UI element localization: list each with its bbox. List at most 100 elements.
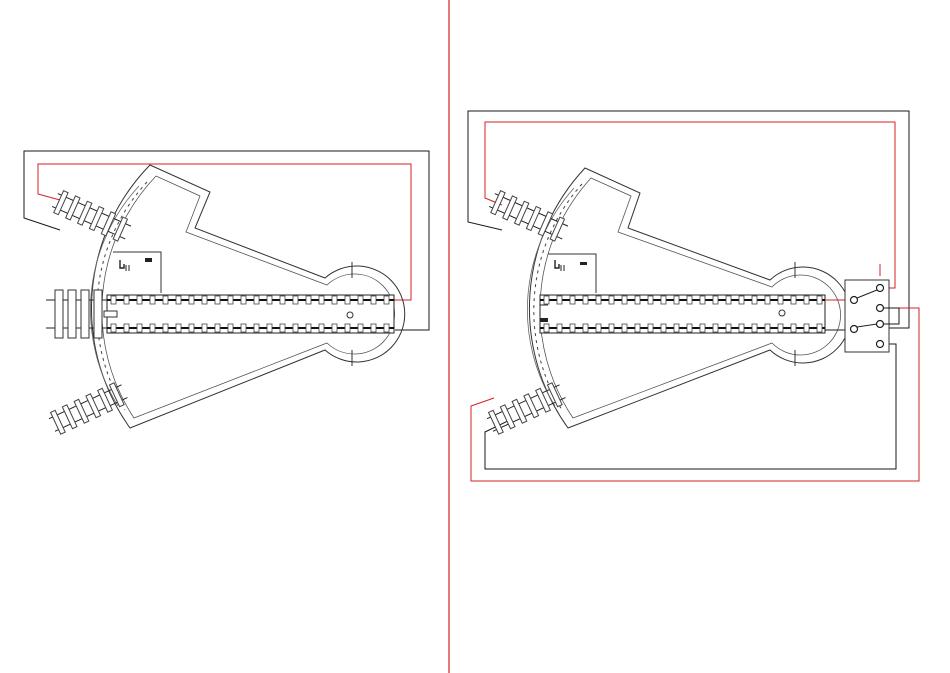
switch-terminal — [877, 285, 884, 292]
bridge-sleeper — [176, 324, 181, 332]
bridge-sleeper — [267, 296, 272, 304]
bridge-sleeper — [215, 324, 220, 332]
bridge-sleeper — [778, 296, 783, 304]
bridge-sleeper — [228, 324, 233, 332]
bridge-sleeper — [791, 296, 796, 304]
switch-terminal — [877, 341, 884, 348]
bridge-sleeper — [215, 296, 220, 304]
bridge-sleeper — [332, 296, 337, 304]
bridge-sleeper — [752, 296, 757, 304]
bridge-sleeper — [544, 296, 549, 304]
bridge-sleeper — [254, 296, 259, 304]
bridge-sleeper — [570, 324, 575, 332]
bridge-sleeper — [163, 296, 168, 304]
right-stub-track-top — [487, 189, 570, 243]
bridge-sleeper — [137, 296, 142, 304]
switch-terminal — [877, 305, 884, 312]
bridge-sleeper — [241, 296, 246, 304]
bridge-sleeper — [687, 324, 692, 332]
bridge-sleeper — [306, 324, 311, 332]
bridge-sleeper — [124, 296, 129, 304]
bridge-sleeper — [267, 324, 272, 332]
bridge-sleeper — [111, 324, 116, 332]
right-control-hut — [548, 254, 596, 293]
bridge-sleeper — [622, 324, 627, 332]
bridge-sleeper — [596, 296, 601, 304]
bridge-sleeper — [384, 296, 389, 304]
bridge-sleeper — [817, 324, 822, 332]
bridge-sleeper — [804, 296, 809, 304]
left-stub-track-top — [50, 189, 133, 243]
bridge-sleeper — [609, 296, 614, 304]
bridge-sleeper — [726, 296, 731, 304]
bridge-sleeper — [700, 324, 705, 332]
bridge-sleeper — [332, 324, 337, 332]
right-pivot — [779, 310, 785, 316]
bridge-sleeper — [358, 296, 363, 304]
switch-pole — [851, 326, 858, 333]
bridge-sleeper — [202, 324, 207, 332]
bridge-sleeper — [778, 324, 783, 332]
bridge-sleeper — [345, 296, 350, 304]
bridge-sleeper — [609, 324, 614, 332]
bridge-sleeper — [124, 324, 129, 332]
bridge-sleeper — [111, 296, 116, 304]
bridge-sleeper — [202, 296, 207, 304]
bridge-sleeper — [319, 296, 324, 304]
bridge-sleeper — [371, 324, 376, 332]
left-pivot — [347, 312, 353, 318]
bridge-sleeper — [583, 296, 588, 304]
bridge-sleeper — [280, 324, 285, 332]
bridge-sleeper — [674, 324, 679, 332]
bridge-sleeper — [557, 324, 562, 332]
bridge-sleeper — [280, 296, 285, 304]
bridge-sleeper — [189, 296, 194, 304]
bridge-sleeper — [228, 296, 233, 304]
switch-terminal — [877, 321, 884, 328]
left-control-hut — [113, 252, 161, 293]
right-red-wire-top — [485, 122, 895, 288]
bridge-sleeper — [570, 296, 575, 304]
bridge-sleeper — [739, 296, 744, 304]
bridge-sleeper — [622, 296, 627, 304]
bridge-sleeper — [635, 324, 640, 332]
switch-pole — [851, 297, 858, 304]
bridge-sleeper — [804, 324, 809, 332]
bridge-sleeper — [596, 324, 601, 332]
bridge-sleeper — [687, 296, 692, 304]
bridge-sleeper — [700, 296, 705, 304]
bridge-sleeper — [557, 296, 562, 304]
bridge-sleeper — [648, 324, 653, 332]
bridge-sleeper — [306, 296, 311, 304]
bridge-sleeper — [739, 324, 744, 332]
bridge-sleeper — [583, 324, 588, 332]
bridge-sleeper — [765, 296, 770, 304]
bridge-sleeper — [137, 324, 142, 332]
bridge-sleeper — [293, 296, 298, 304]
bridge-sleeper — [150, 296, 155, 304]
left-panel — [24, 151, 429, 436]
dpdt-switch-icon — [845, 264, 899, 352]
bridge-sleeper — [189, 324, 194, 332]
bridge-sleeper — [319, 324, 324, 332]
bridge-sleeper — [713, 324, 718, 332]
bridge-sleeper — [674, 296, 679, 304]
bridge-sleeper — [635, 296, 640, 304]
bridge-sleeper — [661, 324, 666, 332]
bridge-sleeper — [791, 324, 796, 332]
bridge-sleeper — [752, 324, 757, 332]
right-panel — [468, 111, 919, 481]
bridge-sleeper — [345, 324, 350, 332]
left-entry-track — [46, 290, 117, 338]
bridge-sleeper — [358, 324, 363, 332]
bridge-sleeper — [150, 324, 155, 332]
bridge-sleeper — [765, 324, 770, 332]
bridge-sleeper — [544, 324, 549, 332]
bridge-sleeper — [661, 296, 666, 304]
bridge-sleeper — [163, 324, 168, 332]
bridge-sleeper — [176, 296, 181, 304]
bridge-sleeper — [241, 324, 246, 332]
bridge-sleeper — [371, 296, 376, 304]
bridge-sleeper — [254, 324, 259, 332]
